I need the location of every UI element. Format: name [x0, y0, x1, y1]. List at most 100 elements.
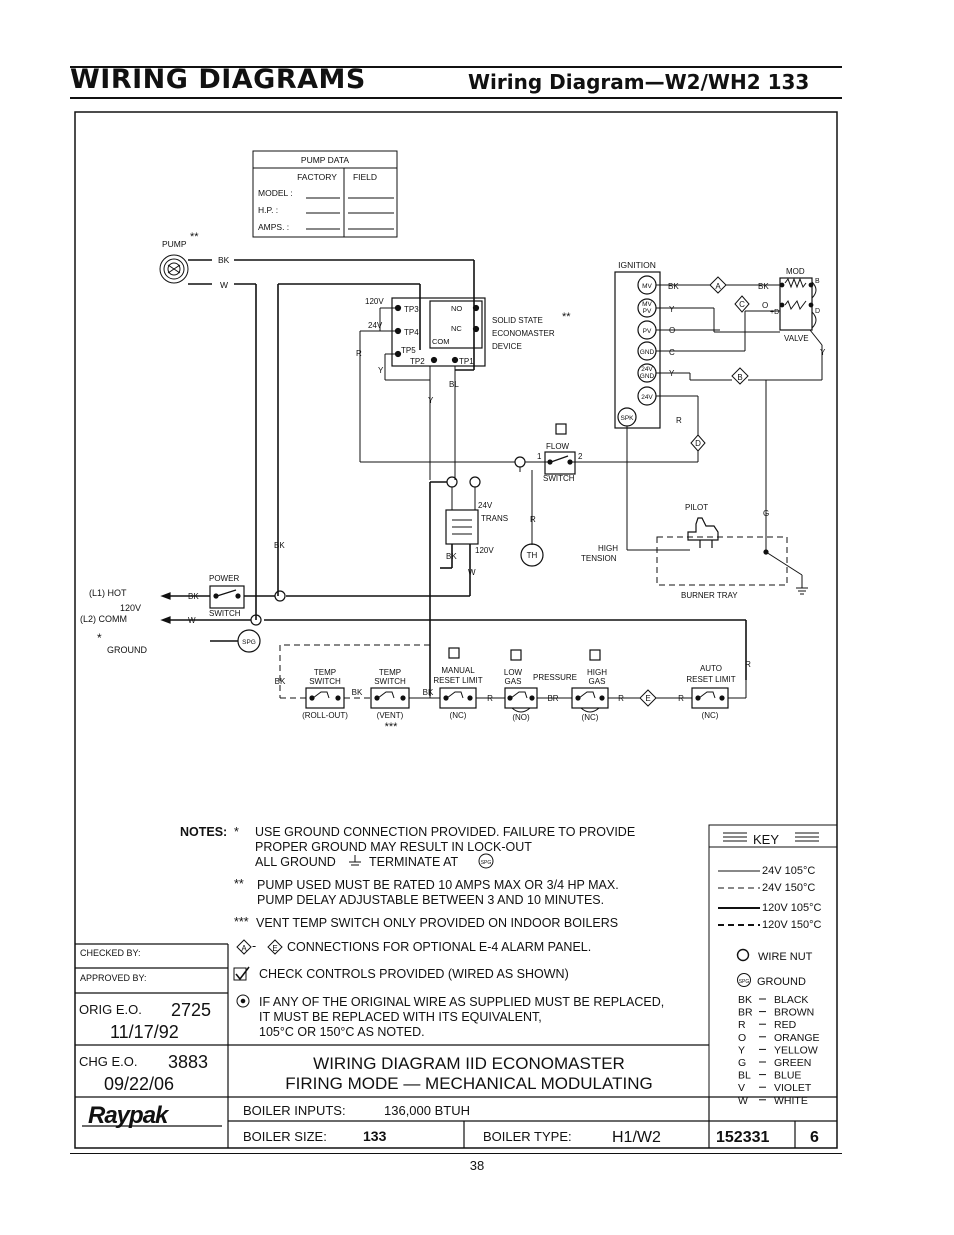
main-wire-bk: BK	[274, 541, 285, 550]
economaster-device	[391, 297, 486, 367]
chg-eo-value: 3883	[168, 1052, 208, 1072]
key-line-1: 24V 105°C	[762, 865, 815, 877]
note-6-line-2: IT MUST BE REPLACED WITH ITS EQUIVALENT,	[259, 1010, 542, 1024]
low-gas-b: GAS	[505, 677, 522, 686]
key-color-abbr: Y	[738, 1044, 745, 1056]
flow-label: FLOW	[546, 442, 570, 451]
econ-tp3: TP3	[404, 305, 419, 314]
alarm-c: C	[739, 300, 745, 309]
key-color-abbr: W	[738, 1095, 748, 1107]
ign-wire-bk: BK	[668, 282, 679, 291]
high-tension-1: HIGH	[598, 544, 618, 553]
high-gas-b: GAS	[589, 677, 606, 686]
key-color-name: YELLOW	[774, 1044, 818, 1056]
manual-reset-nc: (NC)	[450, 711, 467, 720]
ign-wire-c: C	[669, 348, 675, 357]
flow-switch	[514, 423, 580, 475]
th-label: TH	[527, 551, 538, 560]
title-block	[75, 943, 837, 1148]
page-subtitle: Wiring Diagram—W2/WH2 133	[468, 70, 810, 94]
econ-label-1: SOLID STATE	[492, 316, 543, 325]
key-color-abbr: BK	[738, 994, 752, 1006]
note-4-a: A	[241, 944, 247, 953]
ls-wire-bk-2: BK	[352, 688, 363, 697]
key-color-abbr: G	[738, 1057, 746, 1069]
boiler-size-value: 133	[363, 1128, 387, 1144]
alarm-d: D	[695, 439, 701, 448]
key-color-abbr: O	[738, 1032, 746, 1044]
trans-label: TRANS	[481, 514, 508, 523]
econ-stars: **	[562, 311, 571, 323]
note-3-mark: ***	[234, 915, 249, 929]
key-color-abbr: V	[738, 1082, 745, 1094]
pump-wire-bk: BK	[218, 255, 230, 265]
trans-w: W	[468, 568, 476, 577]
econ-tp1: TP1	[459, 357, 474, 366]
raypak-logo: Raypak	[88, 1102, 170, 1129]
ls-wire-r-3: R	[678, 694, 684, 703]
notes-symbols	[233, 853, 494, 1008]
mod-valve	[779, 277, 823, 360]
l2-comm-label: (L2) COMM	[80, 614, 127, 624]
power-label: POWER	[209, 574, 239, 583]
diagram-frame	[74, 111, 838, 1149]
pump-wires	[188, 259, 475, 620]
pump-wire-w: W	[220, 280, 228, 290]
supply-wire-w: W	[188, 616, 196, 625]
pump-stars: **	[190, 231, 199, 243]
ign-24vgnd-2: GND	[640, 373, 655, 380]
note-6-line-1: IF ANY OF THE ORIGINAL WIRE AS SUPPLIED …	[259, 995, 664, 1009]
alarm-a: A	[715, 282, 721, 291]
mod-wire-y: Y	[820, 348, 826, 357]
pump-data-table	[252, 150, 398, 238]
key-color-name: GREEN	[774, 1057, 811, 1069]
key-line-3: 120V 105°C	[762, 902, 821, 914]
ground-label: GROUND	[107, 645, 147, 655]
boiler-type-value: H1/W2	[612, 1129, 661, 1146]
notes-heading: NOTES:	[180, 825, 227, 839]
ign-mvpv-2: PV	[643, 308, 652, 315]
key-color-abbr: R	[738, 1019, 746, 1031]
note-1-mark: *	[234, 825, 239, 839]
ign-pv: PV	[643, 328, 652, 335]
econ-label-3: DEVICE	[492, 342, 522, 351]
mod-wire-bk: BK	[758, 282, 769, 291]
temp-switch-2-b: SWITCH	[374, 677, 406, 686]
ign-24v: 24V	[641, 394, 653, 401]
key-line-4: 120V 150°C	[762, 919, 821, 931]
temp-switch-1-b: SWITCH	[309, 677, 341, 686]
econ-tp5: TP5	[401, 346, 416, 355]
note-1-line-2: PROPER GROUND MAY RESULT IN LOCK-OUT	[255, 840, 532, 854]
ground-star: *	[97, 631, 102, 645]
boiler-inputs-value: 136,000 BTUH	[384, 1103, 470, 1118]
flow-switch-label: SWITCH	[543, 474, 575, 483]
spg-label: SPG	[242, 639, 256, 646]
note-5-text: CHECK CONTROLS PROVIDED (WIRED AS SHOWN)	[259, 967, 569, 981]
power-switch-label: SWITCH	[209, 609, 241, 618]
key-box	[708, 824, 838, 1122]
note-3-text: VENT TEMP SWITCH ONLY PROVIDED ON INDOOR…	[256, 916, 618, 930]
ls-wire-r-4: R	[745, 660, 751, 669]
ls-wire-r-1: R	[487, 694, 493, 703]
econ-wire-y: Y	[378, 366, 384, 375]
orig-date: 11/17/92	[110, 1022, 179, 1042]
note-4-dash: -	[252, 939, 256, 953]
chg-eo-label: CHG E.O.	[79, 1054, 138, 1069]
pilot-burner	[656, 380, 808, 595]
ign-spk: SPK	[620, 415, 634, 422]
note-1-line-3: ALL GROUND	[255, 855, 336, 869]
note-6-line-3: 105°C OR 150°C AS NOTED.	[259, 1025, 425, 1039]
supply-120v: 120V	[120, 603, 141, 613]
vent-stars: ***	[385, 721, 399, 733]
econ-24v: 24V	[368, 321, 383, 330]
key-color-name: BLACK	[774, 994, 808, 1006]
econ-tp2: TP2	[410, 357, 425, 366]
drawing-title-line-2: FIRING MODE — MECHANICAL MODULATING	[285, 1074, 652, 1093]
thermostat	[520, 543, 544, 567]
economaster-wires	[359, 307, 515, 480]
header-rule-bottom	[70, 97, 842, 99]
l1-hot-label: (L1) HOT	[89, 588, 127, 598]
alarm-e: E	[645, 694, 650, 703]
ls-wire-bk-3: BK	[423, 688, 434, 697]
